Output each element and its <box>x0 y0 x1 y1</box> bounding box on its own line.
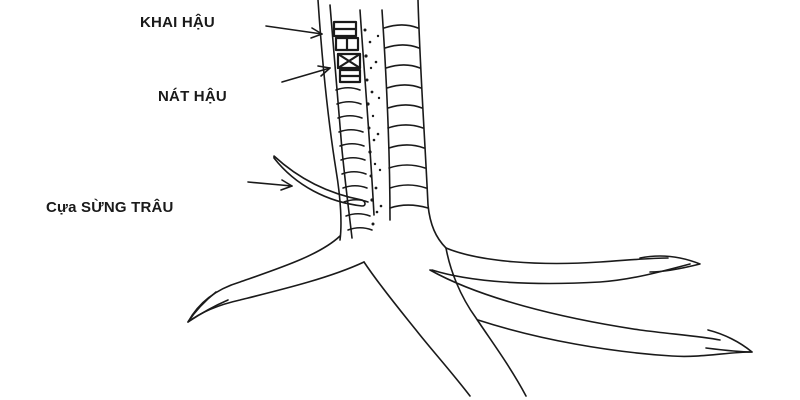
outer-toe-claw <box>639 255 701 273</box>
spur <box>273 155 366 207</box>
shank-scales-left <box>335 86 373 231</box>
inner-toe <box>363 247 527 397</box>
shank-right-edge <box>417 0 447 249</box>
outer-toe <box>431 247 691 285</box>
nat-hau-scales <box>336 52 362 84</box>
middle-toe-claw <box>705 329 753 353</box>
arrow-khai-hau <box>265 25 323 39</box>
shank-right-inner <box>381 9 391 221</box>
back-toe-claw <box>187 291 229 323</box>
khai-hau-scales <box>332 20 360 52</box>
arrow-cua-sung-trau <box>247 179 293 191</box>
label-nat-hau: NÁT HẬU <box>158 88 227 105</box>
middle-toe <box>429 269 753 358</box>
shank-scales-right <box>383 24 429 209</box>
back-toe <box>187 235 365 323</box>
shank-center-line <box>359 9 375 216</box>
label-cua-sung-trau: Cựa SỪNG TRÂU <box>46 199 174 216</box>
arrow-nat-hau <box>281 65 331 83</box>
label-khai-hau: KHAI HẬU <box>140 14 215 31</box>
shank-left-edge <box>317 0 342 241</box>
stipple-texture <box>363 28 383 226</box>
